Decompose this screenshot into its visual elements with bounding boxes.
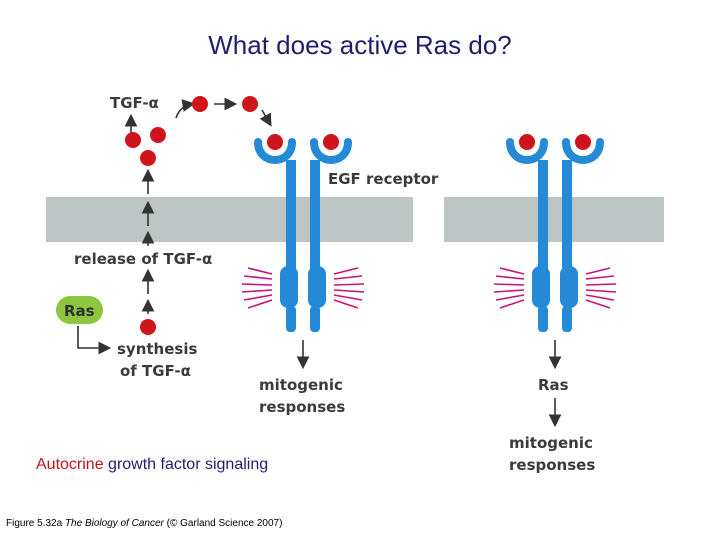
- bound-tgf-alpha: [519, 134, 535, 150]
- left-output-line2: responses: [259, 398, 345, 416]
- bound-tgf-alpha: [267, 134, 283, 150]
- diagram-caption: Autocrine growth factor signaling: [36, 456, 268, 474]
- slide-title: What does active Ras do?: [208, 30, 512, 60]
- tgf-alpha-label: TGF-α: [110, 94, 159, 112]
- right-ras-label: Ras: [538, 376, 569, 394]
- left-egf-receptor-dimer: [254, 134, 352, 332]
- figure-credit: Figure 5.32a The Biology of Cancer (© Ga…: [6, 518, 282, 529]
- tgf-alpha-molecule: [125, 132, 141, 148]
- tgf-alpha-molecule: [140, 150, 156, 166]
- right-receptor-signal-lines: [493, 267, 617, 309]
- receptor-label: EGF receptor: [328, 170, 439, 188]
- release-label: release of TGF-α: [74, 250, 212, 268]
- bound-tgf-alpha: [575, 134, 591, 150]
- ras-badge: Ras: [56, 296, 103, 324]
- left-receptor-signal-lines: [241, 267, 365, 309]
- synthesis-label-line1: synthesis: [117, 340, 197, 358]
- credit-prefix: Figure 5.32a: [6, 518, 65, 529]
- credit-book-title: The Biology of Cancer: [64, 518, 164, 529]
- credit-suffix: (© Garland Science 2007): [163, 518, 283, 529]
- tgf-alpha-molecule: [192, 96, 208, 112]
- tgf-alpha-molecule: [150, 127, 166, 143]
- bound-tgf-alpha: [323, 134, 339, 150]
- right-output-line2: responses: [509, 456, 595, 474]
- left-cell-membrane: [46, 197, 413, 242]
- tgf-alpha-secretion-path: [124, 96, 272, 335]
- right-cell-membrane: [444, 197, 664, 242]
- left-output-line1: mitogenic: [259, 376, 343, 394]
- right-egf-receptor-dimer: [506, 134, 604, 332]
- ras-to-synthesis-arrow: [77, 326, 112, 355]
- caption-rest: growth factor signaling: [103, 456, 269, 473]
- caption-accent-word: Autocrine: [36, 456, 104, 473]
- ras-badge-label: Ras: [64, 302, 95, 320]
- tgf-alpha-molecule: [140, 319, 156, 335]
- tgf-alpha-molecule: [242, 96, 258, 112]
- synthesis-label-line2: of TGF-α: [120, 362, 191, 380]
- right-output-line1: mitogenic: [509, 434, 593, 452]
